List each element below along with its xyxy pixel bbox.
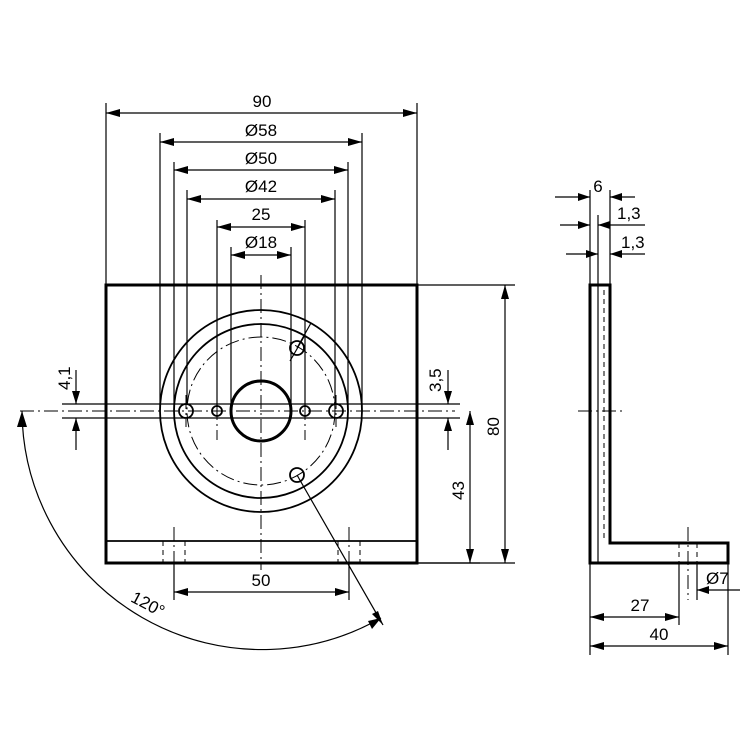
- bracket-profile: [588, 283, 730, 565]
- dim-height: 80: [417, 284, 515, 564]
- dim-dia-50: Ø50: [245, 149, 277, 168]
- dim-dia-58: Ø58: [245, 121, 277, 140]
- dim-thickness-total: 6: [555, 177, 635, 285]
- svg-text:1,3: 1,3: [617, 204, 641, 223]
- front-view: 120° 90 Ø58 Ø50: [17, 92, 515, 651]
- svg-text:80: 80: [484, 417, 503, 436]
- hole-bottom: [289, 467, 305, 483]
- angle-label: 120°: [128, 588, 168, 621]
- svg-text:Ø7: Ø7: [706, 569, 729, 588]
- dim-slot-spacing: 50: [173, 563, 350, 600]
- bottom-slots: [162, 527, 361, 570]
- svg-text:1,3: 1,3: [621, 233, 645, 252]
- dim-width: 90: [253, 92, 272, 111]
- dim-hole-dia: Ø7: [678, 563, 740, 625]
- dim-left-offset: 4,1: [55, 366, 106, 450]
- dim-center-height: 43: [417, 411, 480, 564]
- svg-text:27: 27: [631, 596, 650, 615]
- dim-hole-spacing: 25: [252, 205, 271, 224]
- dim-dia-42: Ø42: [245, 177, 277, 196]
- dim-dia-18: Ø18: [245, 233, 277, 252]
- dim-depth: 40: [590, 563, 729, 655]
- side-view: 6 1,3 1,3 Ø7: [555, 177, 740, 655]
- svg-text:43: 43: [449, 481, 468, 500]
- dim-hole-pos: 27: [589, 563, 679, 655]
- top-dimensions: 90 Ø58 Ø50 Ø42: [105, 92, 418, 411]
- angle-arc: [21, 410, 382, 651]
- dim-thickness-2: 1,3: [566, 233, 645, 258]
- dim-right-offset: 3,5: [417, 368, 460, 450]
- svg-text:4,1: 4,1: [55, 366, 74, 390]
- hole-top: [289, 340, 305, 356]
- svg-text:3,5: 3,5: [426, 368, 445, 392]
- svg-text:50: 50: [252, 571, 271, 590]
- angle-leader: [296, 474, 384, 626]
- svg-text:40: 40: [650, 625, 669, 644]
- dim-thickness-1: 1,3: [560, 204, 645, 285]
- svg-text:6: 6: [593, 177, 602, 196]
